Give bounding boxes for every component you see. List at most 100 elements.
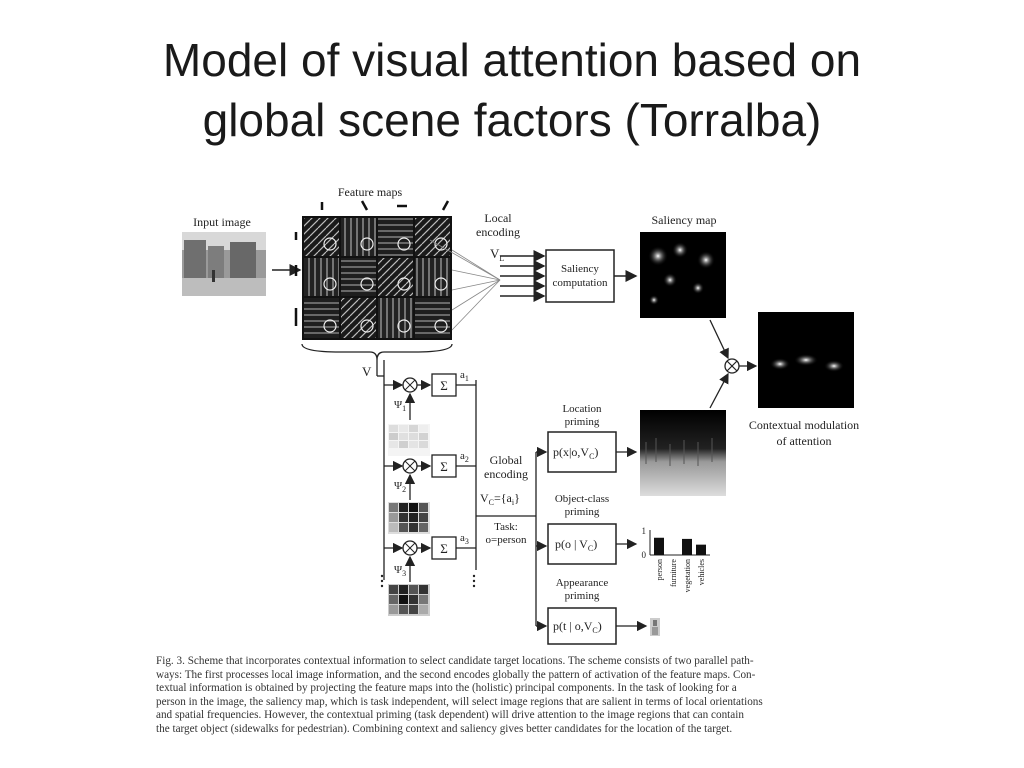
saliency-map-label: Saliency map bbox=[652, 213, 717, 227]
sigma-2: Σ bbox=[440, 459, 448, 474]
object-class-priming-label-1: Object-class bbox=[555, 493, 609, 505]
psi3-label: Ψ3 bbox=[394, 564, 406, 578]
psi1-filter bbox=[388, 424, 430, 456]
appearance-priming-label-1: Appearance bbox=[556, 577, 609, 589]
psi2-main: Ψ bbox=[394, 480, 403, 492]
p-appearance-sub: C bbox=[592, 626, 597, 635]
bar-vegetation bbox=[682, 538, 692, 555]
vc-close: } bbox=[514, 491, 520, 505]
p-appearance: p(t | o,VC) bbox=[553, 619, 602, 635]
contextual-modulation-label-1: Contextual modulation bbox=[749, 418, 859, 432]
slide-title-line-2: global scene factors (Torralba) bbox=[202, 94, 822, 146]
saliency-computation-label-1: Saliency bbox=[561, 263, 599, 275]
task-label-2: o=person bbox=[485, 534, 527, 546]
saliency-input-arrows bbox=[500, 250, 546, 302]
figure-caption: Fig. 3. Scheme that incorporates context… bbox=[156, 655, 898, 737]
vl-main: V bbox=[490, 246, 500, 261]
a1-main: a bbox=[460, 369, 465, 381]
saliency-map-image bbox=[640, 232, 726, 318]
caption-line: and spatial frequencies. However, the co… bbox=[156, 709, 744, 722]
p-location: p(x|o,VC) bbox=[553, 445, 598, 461]
vc-rest: ={a bbox=[494, 491, 513, 505]
bar-vehicles bbox=[696, 544, 706, 555]
global-row-3: Σ a3 Ψ3 bbox=[384, 532, 476, 616]
input-image-label: Input image bbox=[193, 215, 251, 229]
appearance-priming-label-2: priming bbox=[565, 590, 600, 602]
attention-model-figure: Feature maps Input image bbox=[182, 185, 859, 645]
saliency-computation-label-2: computation bbox=[553, 277, 608, 289]
psi2-filter bbox=[388, 502, 430, 534]
task-label-1: Task: bbox=[494, 521, 518, 533]
p-location-close: ) bbox=[594, 445, 598, 459]
bar-label-furniture: furniture bbox=[669, 559, 678, 587]
global-encoding-label-1: Global bbox=[490, 453, 523, 467]
appearance-template-image bbox=[650, 618, 660, 636]
local-encoding-label-1: Local bbox=[484, 211, 512, 225]
psi2-sub: 2 bbox=[402, 485, 406, 494]
caption-line: ways: The first processes local image in… bbox=[156, 668, 756, 681]
continuation-dots bbox=[380, 574, 476, 588]
a2-main: a bbox=[460, 450, 465, 462]
p-location-sub: C bbox=[589, 452, 594, 461]
slide-title-line-1: Model of visual attention based on bbox=[162, 34, 862, 86]
slide-title: Model of visual attention based on globa… bbox=[0, 30, 1024, 150]
location-priming-box bbox=[547, 431, 617, 473]
bar-person bbox=[654, 537, 664, 555]
psi3-sub: 3 bbox=[402, 569, 406, 578]
global-encoding-label-2: encoding bbox=[484, 467, 528, 481]
p-object-main: p(o | V bbox=[555, 537, 588, 551]
p-appearance-close: ) bbox=[598, 619, 602, 633]
vl-sub: L bbox=[499, 254, 504, 263]
psi3-main: Ψ bbox=[394, 564, 403, 576]
object-class-priming-label-2: priming bbox=[565, 506, 600, 518]
caption-line: person in the image, the saliency map, w… bbox=[156, 695, 763, 708]
a1-label: a1 bbox=[460, 369, 469, 383]
vc-sub: C bbox=[489, 498, 494, 507]
bar-axis-top: 1 bbox=[642, 526, 647, 536]
p-object-sub: C bbox=[588, 544, 593, 553]
location-priming-label-1: Location bbox=[562, 403, 602, 415]
psi1-sub: 1 bbox=[402, 404, 406, 413]
global-row-2: Σ a2 Ψ2 bbox=[384, 450, 476, 534]
psi1-main: Ψ bbox=[394, 399, 403, 411]
p-appearance-main: p(t | o,V bbox=[553, 619, 593, 633]
a2-label: a2 bbox=[460, 450, 469, 464]
vc-sub-i: i bbox=[512, 498, 515, 507]
bar-label-vegetation: vegetation bbox=[683, 559, 692, 592]
a2-sub: 2 bbox=[465, 455, 469, 464]
bar-axis-bottom: 0 bbox=[642, 550, 647, 560]
a3-sub: 3 bbox=[465, 537, 469, 546]
p-location-main: p(x|o,V bbox=[553, 445, 589, 459]
sigma-3: Σ bbox=[440, 541, 448, 556]
psi1-label: Ψ1 bbox=[394, 399, 406, 413]
object-class-bar-chart: 1 0 person furniture vegetation vehicles bbox=[642, 526, 710, 592]
location-priming-label-2: priming bbox=[565, 416, 600, 428]
bar-label-vehicles: vehicles bbox=[697, 559, 706, 585]
psi2-label: Ψ2 bbox=[394, 480, 406, 494]
object-class-priming-box bbox=[547, 523, 617, 565]
feature-maps-label: Feature maps bbox=[338, 185, 403, 199]
product-operator bbox=[724, 358, 740, 374]
vc-main: V bbox=[480, 491, 489, 505]
contextual-modulation-label-2: of attention bbox=[777, 434, 832, 448]
feature-maps-grid bbox=[302, 216, 452, 340]
a3-label: a3 bbox=[460, 532, 469, 546]
saliency-to-product bbox=[709, 319, 729, 360]
a3-main: a bbox=[460, 532, 465, 544]
p-object-close: ) bbox=[593, 537, 597, 551]
local-encoding-fan bbox=[429, 239, 501, 331]
input-image bbox=[182, 232, 266, 296]
contextual-modulation-image bbox=[758, 312, 854, 408]
local-encoding-label-2: encoding bbox=[476, 225, 520, 239]
location-prior-image bbox=[640, 410, 726, 496]
feature-maps-brace bbox=[301, 343, 453, 361]
vl-label: VL bbox=[490, 246, 504, 263]
a1-sub: 1 bbox=[465, 374, 469, 383]
psi3-filter bbox=[388, 584, 430, 616]
caption-line: Fig. 3. Scheme that incorporates context… bbox=[156, 655, 754, 667]
saliency-computation-box bbox=[545, 249, 615, 303]
caption-line: textual information is obtained by proje… bbox=[156, 682, 737, 695]
v-label: V bbox=[362, 364, 372, 379]
bar-label-person: person bbox=[655, 559, 664, 580]
caption-line: the target object (sidewalks for pedestr… bbox=[156, 722, 733, 735]
